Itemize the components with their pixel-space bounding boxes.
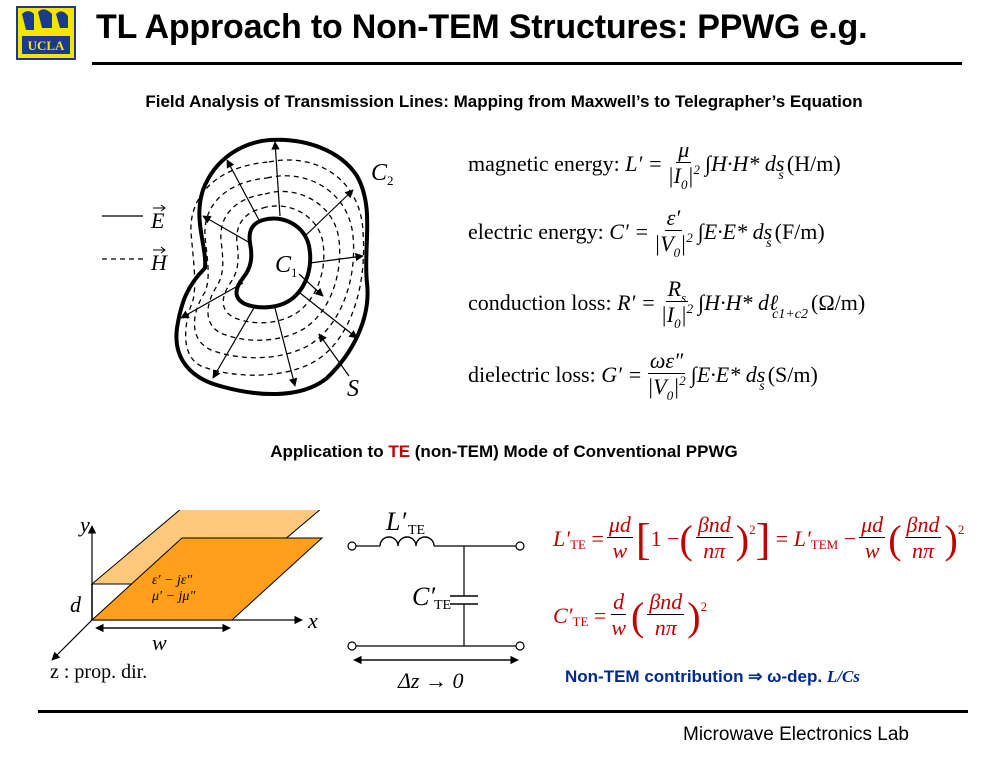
label-d: d [70,592,82,617]
label-c2-sub: 2 [387,173,394,188]
section2-title-highlight: TE [388,442,411,461]
ppwg-diagram: d w y x ε′ − jε″ μ′ − jμ″ z : prop. dir. [50,510,324,683]
inductor-label: L′ [385,507,406,536]
title-rule [92,62,962,65]
section1-title: Field Analysis of Transmission Lines: Ma… [145,92,863,111]
capacitor-sub: TE [434,598,451,613]
logo-text: UCLA [28,38,65,53]
bottom-plate [90,537,324,621]
medium-eps: ε′ − jε″ [152,573,192,588]
footer-rule [38,710,968,713]
section2-title: Application to TE (non-TEM) Mode of Conv… [270,442,738,461]
non-tem-note-tail: L/Cs [826,667,860,686]
e-field-arrows [180,141,364,387]
axis-x: x [307,608,318,633]
inner-conductor-c1 [234,216,313,310]
legend-h-label: H [150,250,168,275]
medium-mu: μ′ − jμ″ [151,589,195,604]
inductor-sub: TE [408,523,425,538]
tl-cross-section-diagram: E H C 2 C 1 S [102,137,394,402]
footer-lab-name: Microwave Electronics Lab [683,724,909,745]
length-label: Δz → 0 [397,668,463,693]
te-equivalent-circuit: L′ TE C′ TE Δz → 0 [347,507,525,693]
ucla-logo: UCLA [16,6,76,60]
non-tem-note: Non-TEM contribution ⇒ ω-dep. L/Cs [565,667,860,686]
capacitor-label: C′ [412,582,435,611]
legend-e-label: E [150,208,165,233]
axis-y: y [78,512,90,537]
label-z-prop: z : prop. dir. [50,661,147,683]
label-s: S [347,376,359,402]
label-c2: C [371,160,388,186]
page-title: TL Approach to Non-TEM Structures: PPWG … [96,8,868,46]
label-c1-sub: 1 [291,265,298,280]
label-w: w [152,630,167,655]
outer-conductor-c2 [174,137,370,397]
label-c1: C [275,252,292,278]
inductor [379,536,435,547]
h-field-lines [184,159,365,376]
